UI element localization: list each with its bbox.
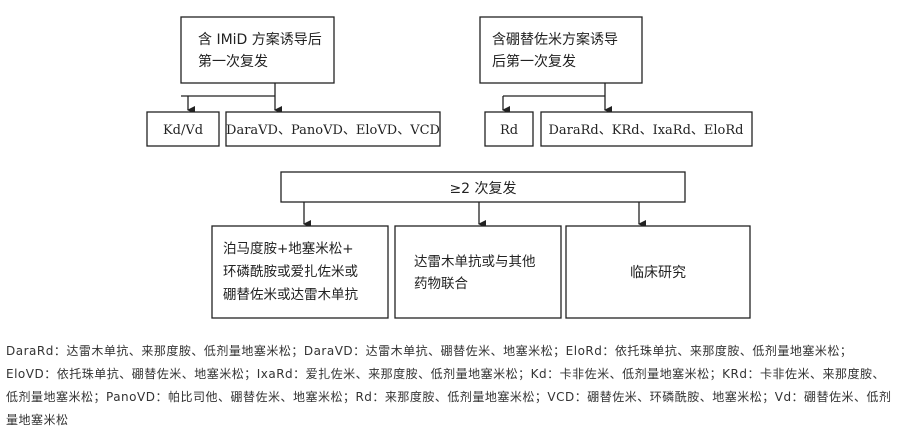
bortezomib-relapse-line1: 含硼替佐米方案诱导 [492, 31, 618, 48]
dara-combo-line2: 药物联合 [414, 276, 468, 292]
rd-label: Rd [500, 123, 518, 138]
clinical-trial-label: 临床研究 [630, 265, 686, 281]
imid-relapse-line1: 含 IMiD 方案诱导后 [198, 31, 322, 48]
imid-options-node: DaraVD、PanoVD、EloVD、VCD [225, 111, 441, 147]
pom-combo-node: 泊马度胺+地塞米松+ 环磷酰胺或爱扎佐米或 硼替佐米或达雷木单抗 [211, 225, 389, 319]
second-relapse-node: ≥2 次复发 [280, 171, 686, 203]
kd-vd-label: Kd/Vd [163, 123, 203, 138]
imid-options-label: DaraVD、PanoVD、EloVD、VCD [226, 123, 440, 138]
bortezomib-options-node: DaraRd、KRd、IxaRd、EloRd [540, 111, 753, 147]
pom-combo-line2: 环磷酰胺或爱扎佐米或 [223, 264, 358, 280]
bortezomib-relapse-node: 含硼替佐米方案诱导 后第一次复发 [479, 16, 643, 84]
rd-node: Rd [484, 111, 534, 147]
second-relapse-label: ≥2 次复发 [449, 180, 516, 197]
bortezomib-relapse-line2: 后第一次复发 [492, 53, 576, 70]
pom-combo-line3: 硼替佐米或达雷木单抗 [223, 287, 358, 303]
imid-connectors [181, 83, 282, 114]
abbreviation-legend: DaraRd：达雷木单抗、来那度胺、低剂量地塞米松；DaraVD：达雷木单抗、硼… [6, 344, 892, 427]
bortezomib-options-label: DaraRd、KRd、IxaRd、EloRd [549, 123, 744, 138]
clinical-trial-node: 临床研究 [565, 225, 751, 319]
kd-vd-node: Kd/Vd [146, 111, 220, 147]
pom-combo-line1: 泊马度胺+地塞米松+ [223, 240, 354, 257]
imid-relapse-line2: 第一次复发 [198, 53, 268, 70]
imid-relapse-node: 含 IMiD 方案诱导后 第一次复发 [180, 16, 335, 84]
second-relapse-connectors [303, 202, 646, 228]
treatment-flowchart: 含 IMiD 方案诱导后 第一次复发 含硼替佐米方案诱导 后第一次复发 Kd/V… [146, 16, 753, 319]
dara-combo-node: 达雷木单抗或与其他 药物联合 [394, 225, 562, 319]
dara-combo-line1: 达雷木单抗或与其他 [414, 254, 536, 270]
bortezomib-connectors [502, 83, 612, 114]
